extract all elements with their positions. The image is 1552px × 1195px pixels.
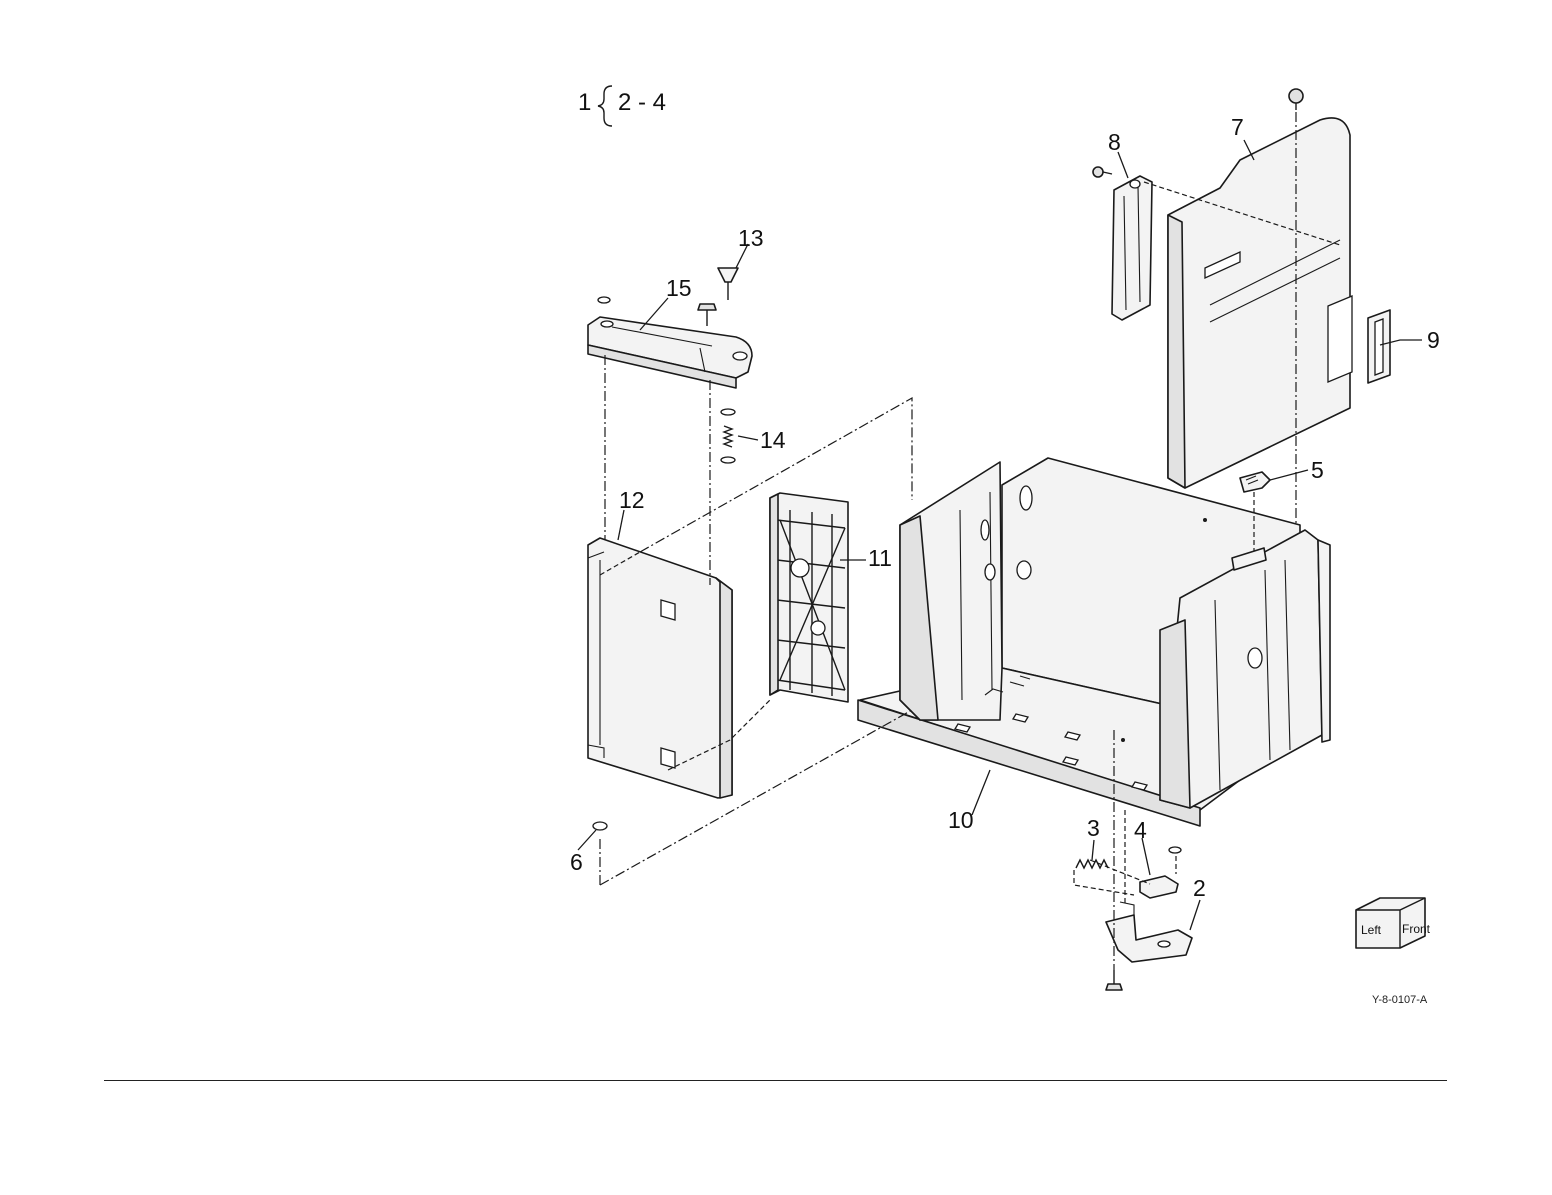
callout-14: 14 xyxy=(760,427,786,453)
part-2-bottom-bracket xyxy=(1106,902,1192,962)
callout-11: 11 xyxy=(868,545,892,571)
orientation-cube: Left Front xyxy=(1356,898,1431,948)
part-8-bracket xyxy=(1093,167,1152,320)
callout-12: 12 xyxy=(619,487,645,513)
callout-2: 2 xyxy=(1193,875,1206,901)
callout-9: 9 xyxy=(1427,327,1440,353)
assembly-number: 1 xyxy=(578,89,591,116)
part-14-spring xyxy=(721,409,735,463)
callout-3: 3 xyxy=(1087,815,1100,841)
part-11-grid-panel xyxy=(770,493,848,702)
cube-front-label: Front xyxy=(1402,922,1431,936)
callout-8: 8 xyxy=(1108,129,1121,155)
callout-7: 7 xyxy=(1231,114,1244,140)
part-9-label xyxy=(1368,310,1390,383)
callout-6: 6 xyxy=(570,849,583,875)
callout-10: 10 xyxy=(948,807,974,833)
callout-15: 15 xyxy=(666,275,692,301)
part-12-left-cover xyxy=(588,538,732,798)
cube-left-label: Left xyxy=(1361,923,1382,937)
screw-7 xyxy=(1289,89,1303,110)
part-13-pin xyxy=(718,268,738,300)
footer-rule xyxy=(104,1080,1447,1081)
callout-13: 13 xyxy=(738,225,764,251)
assembly-range: 2 - 4 xyxy=(618,89,666,116)
screw-15 xyxy=(698,304,716,326)
part-7-right-cover xyxy=(1168,118,1352,488)
part-10-tray-frame xyxy=(858,458,1330,826)
brace xyxy=(598,86,612,126)
assembly-group-note: 1 2 - 4 xyxy=(578,86,666,126)
screw-2 xyxy=(1106,970,1122,990)
part-6-washer xyxy=(593,822,607,830)
callout-4: 4 xyxy=(1134,817,1147,843)
callout-5: 5 xyxy=(1311,457,1324,483)
part-15-top-bracket xyxy=(588,297,752,388)
figure-id: Y-8-0107-A xyxy=(1372,994,1428,1006)
